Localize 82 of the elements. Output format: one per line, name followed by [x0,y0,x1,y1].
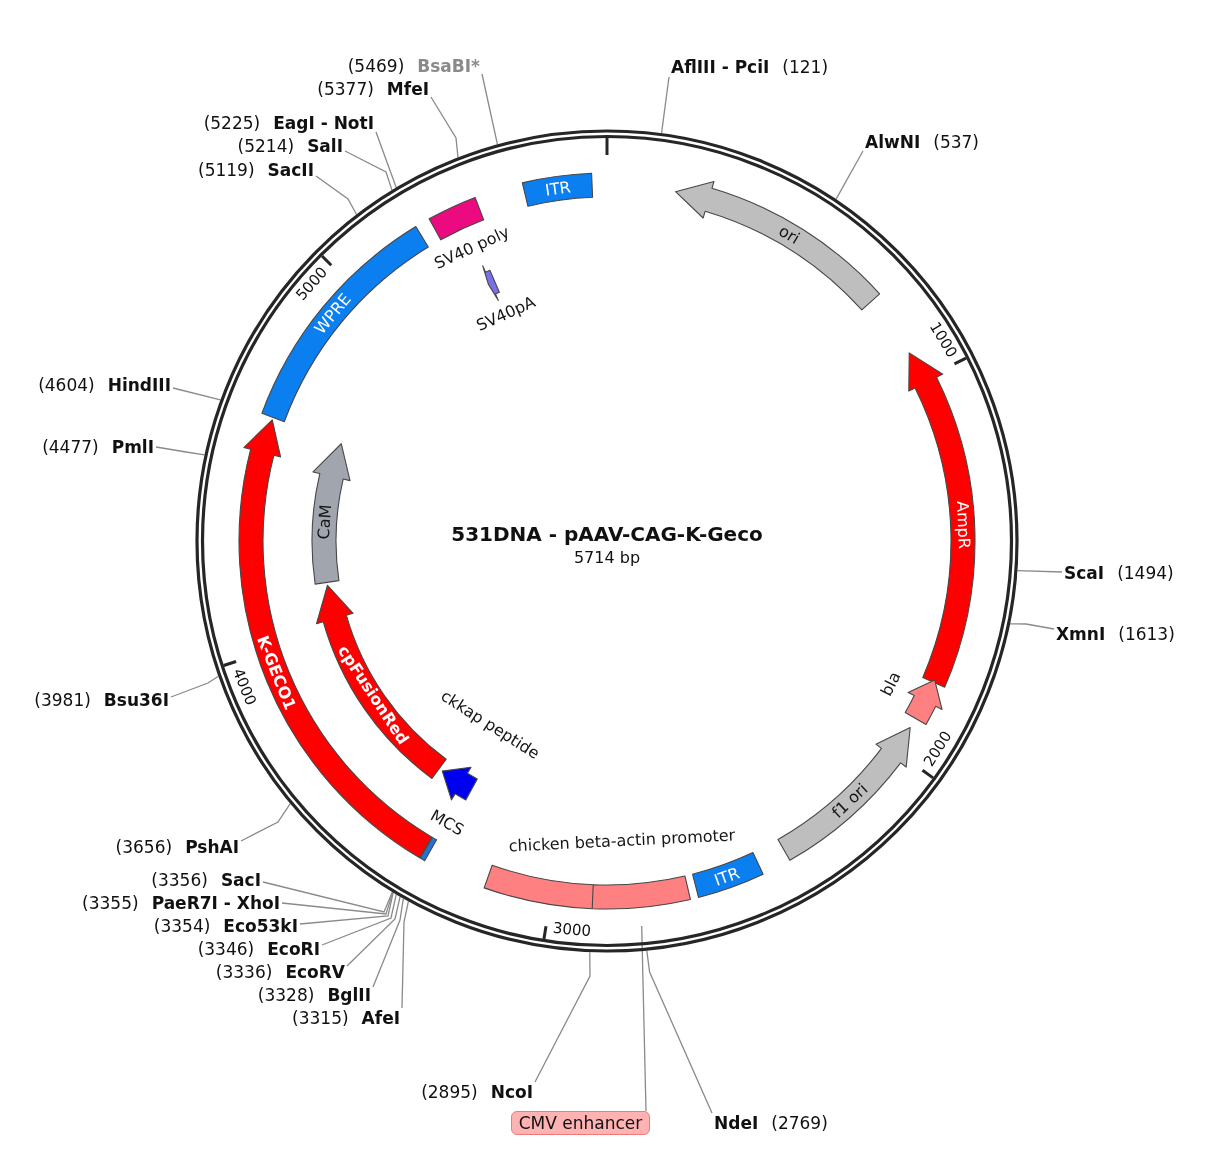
enzyme-name: HindIII [107,375,171,395]
feature-label: SV40 poly [432,223,513,274]
site-position: (2895) [421,1082,478,1102]
enzyme-name: ScaI [1064,563,1105,583]
site-position: (5119) [198,160,255,180]
leader-line [315,175,358,216]
feature-label: chicken beta-actin promoter [508,826,736,856]
site-position: (1494) [1117,563,1174,583]
leader-line [646,949,713,1114]
site-position: (3355) [82,893,139,913]
enzyme-name: AflIII - PciI [671,57,770,77]
site-position: (5225) [203,113,261,133]
enzyme-name: SacII [267,160,314,180]
enzyme-name: XmnI [1056,624,1106,644]
site-position: (3336) [215,962,273,982]
leader-line [534,951,591,1083]
leader-line [1016,570,1063,573]
leader-line [344,150,393,191]
leader-line [240,803,291,842]
feature-tag: CMV enhancer [511,1111,650,1135]
leader-line [401,900,410,1009]
feature-label: ori [775,222,803,249]
site-position: (3354) [153,916,211,936]
site-position: (121) [782,57,829,77]
enzyme-name: EagI - NotI [273,113,374,133]
site-position: (5469) [347,56,405,76]
site-position: (3315) [292,1008,349,1028]
enzyme-name: Eco53kI [223,916,298,936]
enzyme-name: Bsu36I [103,690,169,710]
enzyme-name: NcoI [490,1082,533,1102]
enzyme-name: EcoRI [267,939,320,959]
enzyme-name: PmlI [111,437,154,457]
map-title: 531DNA - pAAV-CAG-K-Geco [451,522,763,546]
leader-line [430,96,459,159]
site-position: (537) [933,132,979,152]
enzyme-name: MfeI [386,79,429,99]
leader-line [835,150,864,200]
leader-line [299,891,394,925]
site-position: (1613) [1118,624,1175,644]
leader-line [660,76,670,134]
feature-label: bla [877,668,905,699]
leader-line [641,925,647,1112]
leader-line [281,891,394,915]
site-position: (4477) [42,437,99,457]
site-position: (3356) [151,870,208,890]
enzyme-name: SacI [220,870,261,890]
feature-label: AmpR [952,500,973,550]
map-size: 5714 bp [573,548,641,568]
leader-line [170,675,219,698]
feature-label: ITR [543,178,572,201]
enzyme-name: SalI [307,136,343,156]
site-position: (4604) [38,375,95,395]
enzyme-name: PaeR7I - XhoI [151,893,280,913]
scale-number: 3000 [552,920,592,941]
feature-label: f1 ori [828,780,872,822]
leader-line [481,73,499,145]
enzyme-name: NdeI [714,1113,759,1133]
leader-line [321,893,397,946]
leader-line [375,131,397,189]
site-position: (2769) [771,1113,828,1133]
site-position: (3328) [257,985,315,1005]
feature-label: ITR [712,864,743,890]
leader-line [1009,623,1055,630]
leader-line [155,446,206,456]
enzyme-name: BsaBI* [417,56,480,76]
site-position: (3981) [34,690,91,710]
feature-label: CaM [314,503,335,540]
feature-label: MCS [427,806,468,840]
enzyme-name: BglII [327,985,371,1005]
enzyme-name: AlwNI [865,132,921,152]
scale-number: 4000 [229,665,260,708]
leader-line [372,897,404,988]
site-position: (5214) [237,136,295,156]
leader-line [172,387,222,401]
enzyme-name: AfeI [361,1008,400,1028]
enzyme-name: PshAI [185,837,239,857]
site-position: (3346) [197,939,255,959]
site-position: (5377) [317,79,374,99]
leader-line [346,896,401,967]
enzyme-name: EcoRV [285,962,345,982]
site-position: (3656) [115,837,173,857]
leader-line [262,881,393,913]
